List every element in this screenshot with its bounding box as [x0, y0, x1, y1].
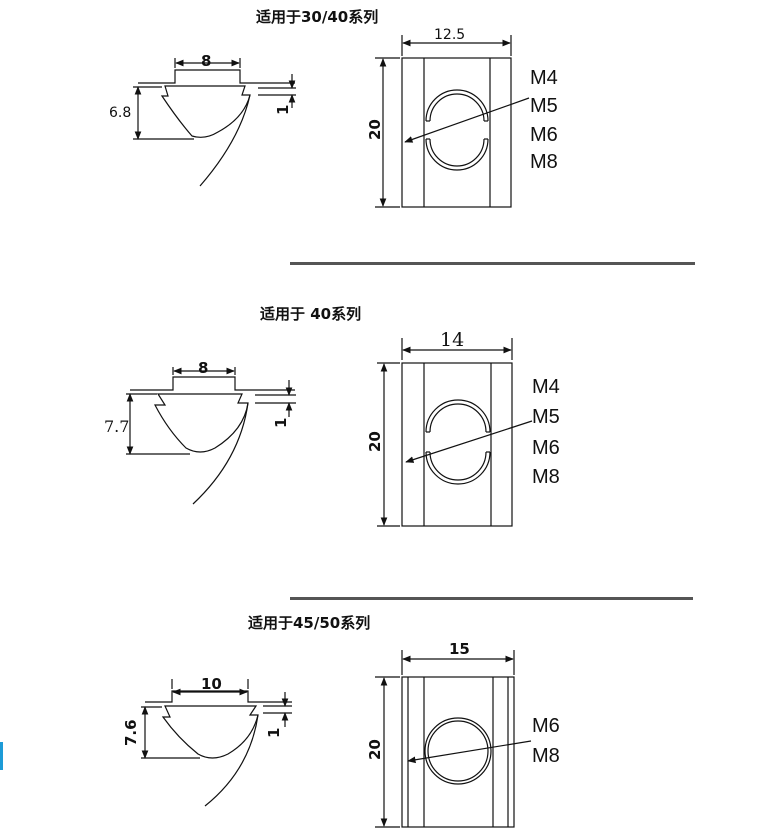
section-3-plan-length: 20 — [366, 739, 384, 760]
section-1-lip: 1 — [274, 105, 292, 115]
section-2-title: 适用于 40系列 — [260, 305, 362, 323]
section-3-slot-width: 10 — [201, 675, 222, 693]
section-1-height: 6.8 — [109, 105, 131, 121]
section-3-thread-m8: M8 — [532, 745, 560, 767]
section-1-thread-m4: M4 — [530, 67, 558, 89]
section-2-plan-view — [377, 338, 533, 527]
section-2-height: 7.7 — [104, 417, 129, 436]
section-divider — [290, 597, 693, 600]
section-2-thread-m5: M5 — [532, 406, 560, 428]
section-3-lip: 1 — [265, 728, 283, 738]
section-1-thread-m6: M6 — [530, 124, 558, 146]
section-3-title: 适用于45/50系列 — [248, 614, 371, 632]
section-3-profile-view — [141, 679, 292, 807]
section-2-profile-view — [126, 367, 296, 505]
section-2-thread-m6: M6 — [532, 437, 560, 459]
section-1-profile-view — [133, 58, 296, 187]
section-2-lip: 1 — [272, 418, 290, 428]
section-1-slot-width: 8 — [201, 52, 211, 70]
edge-marker — [0, 742, 3, 770]
section-2-plan-width: 14 — [440, 329, 464, 351]
section-1-thread-m5: M5 — [530, 95, 558, 117]
section-2-thread-m4: M4 — [532, 376, 560, 398]
section-2-slot-width: 8 — [198, 359, 208, 377]
section-1-thread-m8: M8 — [530, 151, 558, 173]
section-1-plan-view — [375, 35, 530, 208]
section-3-plan-view — [375, 650, 532, 828]
section-2-thread-m8: M8 — [532, 466, 560, 488]
section-2-plan-length: 20 — [366, 431, 384, 452]
section-3-height: 7.6 — [122, 719, 140, 746]
section-3-thread-m6: M6 — [532, 715, 560, 737]
section-divider — [290, 262, 695, 265]
section-1-plan-length: 20 — [366, 119, 384, 140]
section-1-plan-width: 12.5 — [434, 27, 465, 43]
section-3-plan-width: 15 — [449, 640, 470, 658]
section-1-title: 适用于30/40系列 — [256, 8, 379, 26]
